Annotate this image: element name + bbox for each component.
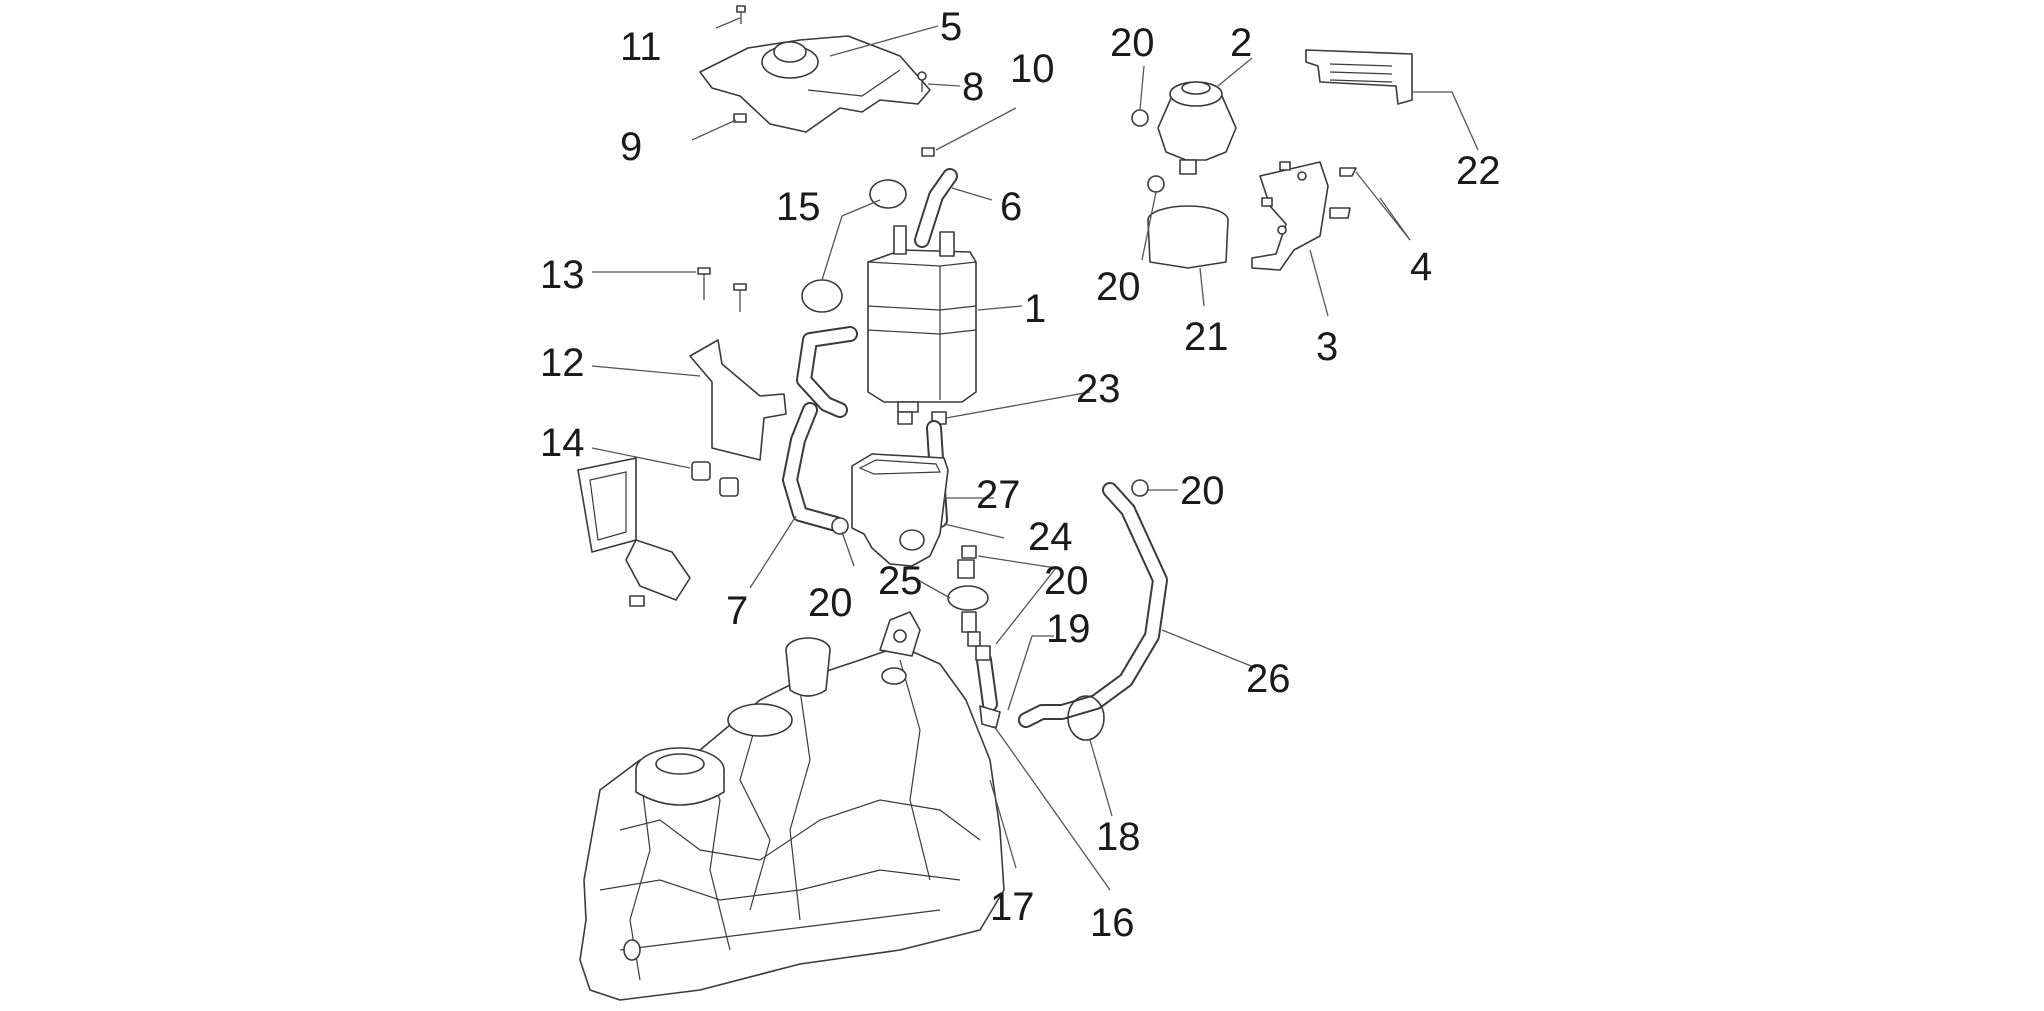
callout-15: 15 <box>776 185 821 229</box>
callout-20: 20 <box>1044 559 1089 603</box>
bolt-4 <box>1261 161 1357 219</box>
callout-10: 10 <box>1010 47 1055 91</box>
callout-2: 2 <box>1230 21 1252 65</box>
callout-20: 20 <box>1096 265 1141 309</box>
fuel-tank <box>579 611 1005 1001</box>
strap-21 <box>1147 205 1229 269</box>
clamp-20-valve <box>961 545 977 559</box>
callout-13: 13 <box>540 253 585 297</box>
clamp-18 <box>1067 695 1105 741</box>
callout-5: 5 <box>940 5 962 49</box>
clamp-20-mid <box>1147 175 1165 193</box>
valve-25 <box>947 559 989 647</box>
callout-4: 4 <box>1410 245 1432 289</box>
leader-lines <box>591 17 1479 891</box>
tray-27 <box>851 453 949 567</box>
mounting-plate <box>577 457 691 607</box>
callout-19: 19 <box>1046 607 1091 651</box>
callout-1: 1 <box>1024 287 1046 331</box>
callout-3: 3 <box>1316 325 1338 369</box>
fitting-23 <box>897 411 947 425</box>
callout-16: 16 <box>1090 901 1135 945</box>
callout-20: 20 <box>1180 469 1225 513</box>
callout-9: 9 <box>620 125 642 169</box>
callout-20: 20 <box>1110 21 1155 65</box>
callout-18: 18 <box>1096 815 1141 859</box>
callout-11: 11 <box>620 25 662 69</box>
bracket-3 <box>1251 161 1329 271</box>
callout-24: 24 <box>1028 515 1073 559</box>
screw-11 <box>736 5 746 24</box>
hose-6 <box>914 168 958 248</box>
nut-10 <box>921 147 935 157</box>
callout-26: 26 <box>1246 657 1291 701</box>
callout-17: 17 <box>990 885 1035 929</box>
clamp-20-top <box>1131 109 1149 127</box>
callout-labels: 11 5 8 10 9 20 2 22 15 6 20 4 13 1 21 3 … <box>540 5 1501 945</box>
callout-8: 8 <box>962 65 984 109</box>
callout-23: 23 <box>1076 367 1121 411</box>
callout-21: 21 <box>1184 315 1229 359</box>
hose-7 <box>782 326 858 532</box>
callout-14: 14 <box>540 421 585 465</box>
cover-plate-5 <box>699 35 931 133</box>
callout-22: 22 <box>1456 149 1501 193</box>
canister-1 <box>867 225 977 413</box>
screw-8 <box>917 71 927 92</box>
holder-22 <box>1305 49 1413 105</box>
callout-7: 7 <box>726 589 748 633</box>
bushing-14 <box>691 461 739 497</box>
clamp-20-left <box>831 517 849 535</box>
callout-12: 12 <box>540 341 585 385</box>
nut-9 <box>733 113 747 123</box>
callout-6: 6 <box>1000 185 1022 229</box>
callout-25: 25 <box>878 559 923 603</box>
callout-20: 20 <box>808 581 853 625</box>
bracket-12 <box>689 339 787 461</box>
callout-27: 27 <box>976 473 1021 517</box>
hose-19 <box>975 645 998 712</box>
reservoir-2 <box>1157 81 1237 175</box>
clamp-20-right <box>1131 479 1149 497</box>
hose-26 <box>1018 482 1168 728</box>
bolt-13 <box>697 267 747 312</box>
clip-16 <box>979 705 1001 729</box>
